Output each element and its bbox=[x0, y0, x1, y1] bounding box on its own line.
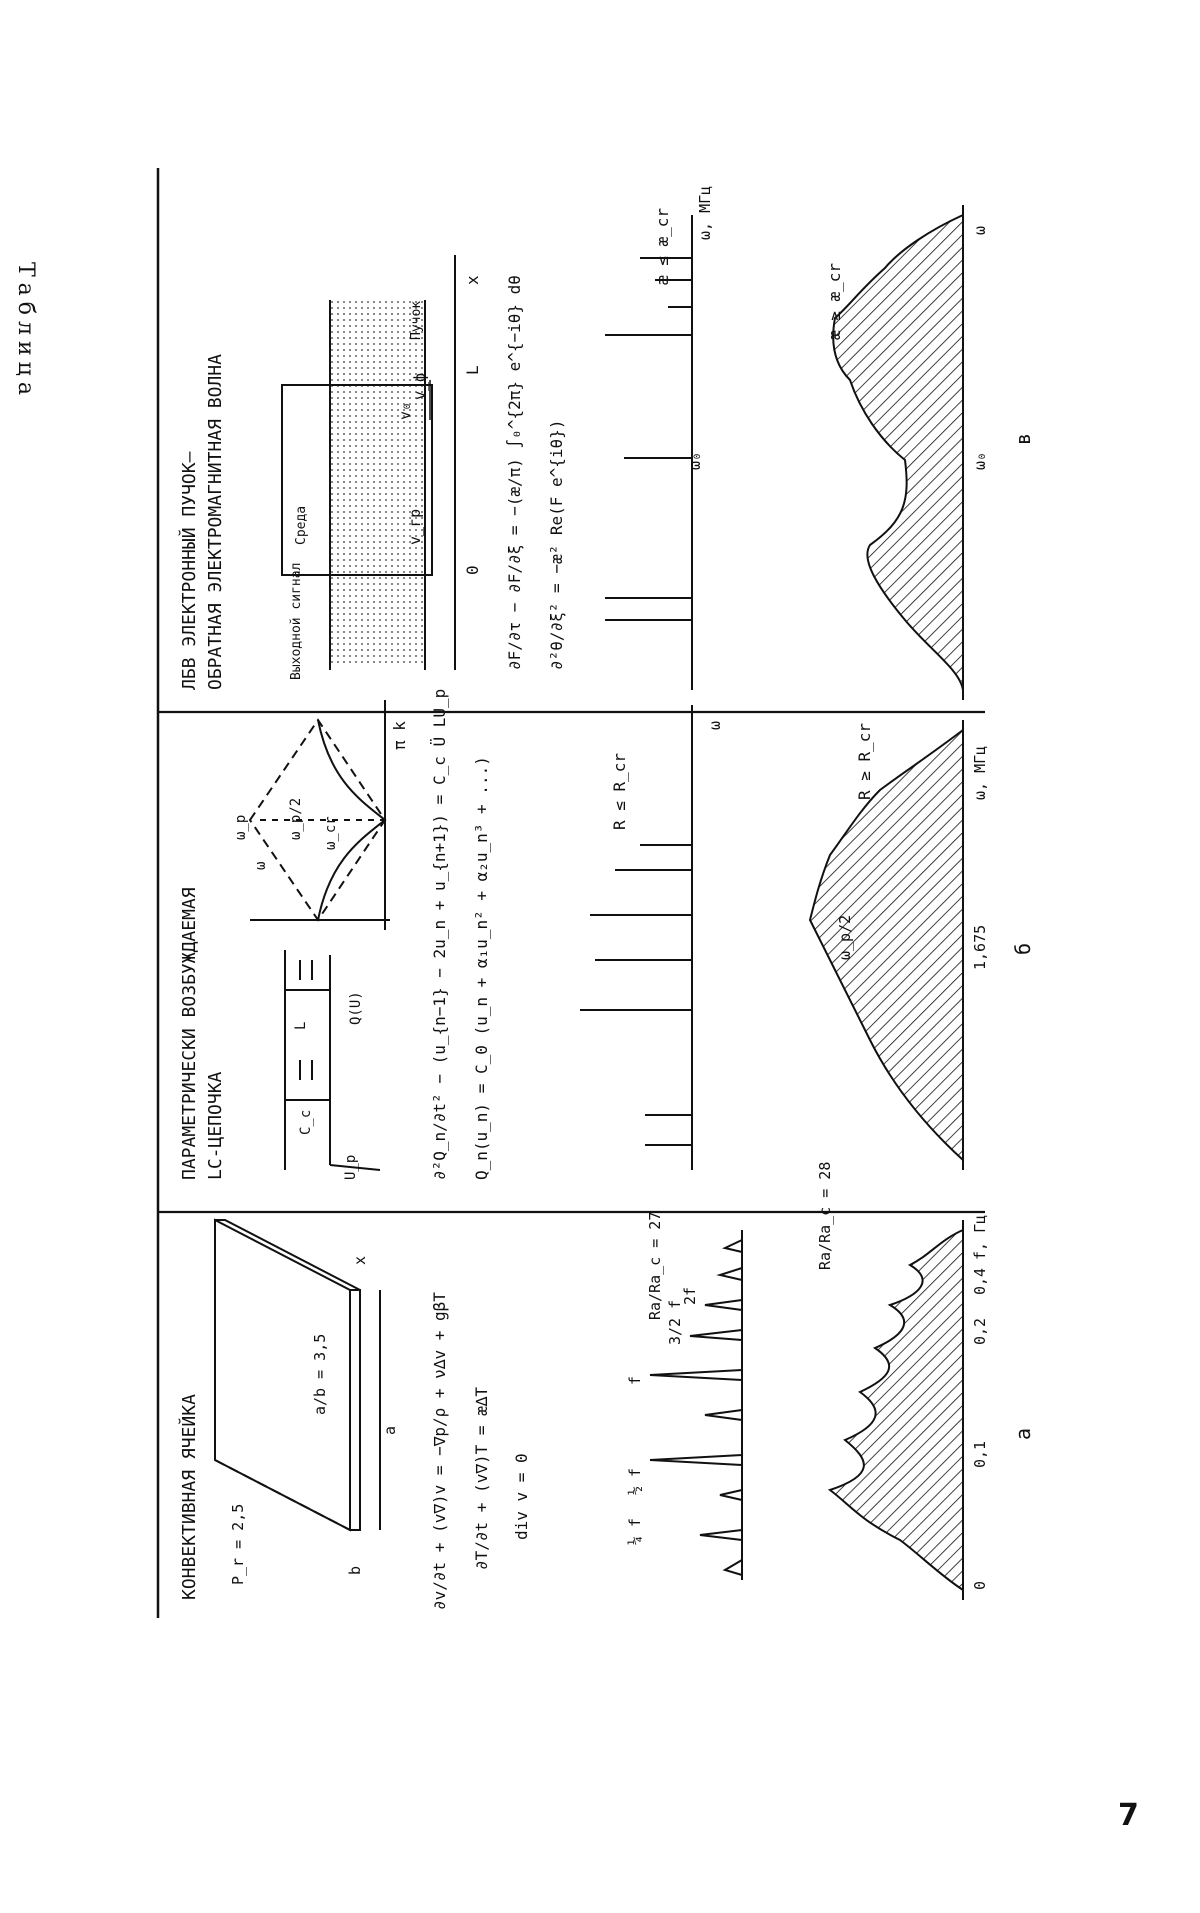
lc-axis-unit: ω, МГц bbox=[971, 746, 989, 800]
beam-omega0-label-2: ω₀ bbox=[971, 452, 989, 470]
beam-vph-label: v_ф bbox=[411, 373, 429, 400]
beam-zero-label: 0 bbox=[463, 565, 482, 575]
conv-tick-0: 0 bbox=[971, 1581, 989, 1590]
lc-line-spectrum bbox=[580, 705, 693, 1170]
beam-beam-label: Пучок bbox=[409, 301, 424, 340]
lc-header-line1: ПАРАМЕТРИЧЕСКИ ВОЗБУЖДАЕМАЯ bbox=[179, 887, 200, 1180]
lc-L-label: L bbox=[293, 1022, 309, 1030]
lc-wp2-spectrum-label: ω_p/2 bbox=[836, 915, 854, 960]
conv-panel-label: а bbox=[1011, 1428, 1035, 1440]
lc-omegap2-label: ω_p/2 bbox=[288, 798, 304, 840]
conv-b-label: b bbox=[346, 1566, 364, 1575]
lc-up-label: U_p bbox=[343, 1155, 359, 1180]
conv-tick-04: 0,4 bbox=[971, 1268, 989, 1295]
beam-omega-label: ω bbox=[971, 226, 989, 235]
conv-peak-quarter: ¼ f bbox=[626, 1518, 644, 1545]
conv-continuous-spectrum bbox=[827, 1228, 964, 1592]
beam-vgr-label: v_гр bbox=[406, 509, 424, 545]
lc-equation-2: Q_n(u_n) = C_0 (u_n + α₁u_n² + α₂u_n³ + … bbox=[472, 756, 491, 1180]
beam-axis-unit-1: ω, МГц bbox=[696, 186, 714, 240]
column-lc-chain: ПАРАМЕТРИЧЕСКИ ВОЗБУЖДАЕМАЯ LC-ЦЕПОЧКА C… bbox=[179, 689, 1035, 1180]
beam-header-line1: ЛБВ ЭЛЕКТРОННЫЙ ПУЧОК– bbox=[178, 451, 200, 690]
beam-x-label: x bbox=[463, 275, 482, 285]
beam-line-spectrum bbox=[605, 215, 693, 690]
lc-omega-axis-label: ω bbox=[706, 721, 724, 730]
beam-schematic bbox=[281, 255, 456, 670]
lc-panel-label: б bbox=[1011, 943, 1035, 955]
beam-equation-2: ∂²θ/∂ξ² = −æ² Re(F e^{iθ}) bbox=[547, 420, 566, 670]
lc-header-line2: LC-ЦЕПОЧКА bbox=[205, 1071, 226, 1180]
conv-equation-2: ∂T/∂t + (v∇)T = æ∆T bbox=[472, 1387, 491, 1570]
lc-omegacr-label: ω_cr bbox=[323, 816, 339, 850]
beam-omega0-label-1: ω₀ bbox=[686, 452, 704, 470]
beam-equation-1: ∂F/∂τ − ∂F/∂ξ = −(æ/π) ∫₀^{2π} e^{−iθ} d… bbox=[505, 275, 524, 670]
lc-super-cr-label: R ≥ R_cr bbox=[855, 723, 874, 800]
conv-peak-3half: 3/2 f bbox=[666, 1300, 684, 1345]
lc-circuit bbox=[284, 950, 381, 1171]
conv-ratio-label: a/b = 3,5 bbox=[311, 1334, 329, 1415]
conv-ra28-label: Ra/Ra_c = 28 bbox=[816, 1162, 834, 1270]
page-number: 7 bbox=[1118, 1798, 1139, 1833]
conv-line-spectrum bbox=[649, 1230, 743, 1580]
conv-peak-half: ½ f bbox=[626, 1468, 644, 1495]
lc-sub-cr-label: R ≤ R_cr bbox=[610, 753, 629, 830]
beam-super-cr-label: æ ≥ æ_cr bbox=[825, 263, 844, 340]
conv-tick-01: 0,1 bbox=[971, 1441, 989, 1468]
conv-x-label: x bbox=[351, 1256, 369, 1265]
conv-tick-02: 0,2 bbox=[971, 1318, 989, 1345]
beam-medium-label: Среда bbox=[294, 506, 309, 545]
beam-sub-cr-label: æ ≤ æ_cr bbox=[653, 208, 672, 285]
conv-ra27-label: Ra/Ra_c = 27 bbox=[646, 1212, 664, 1320]
conv-axis-unit: f, Гц bbox=[971, 1215, 989, 1260]
conv-pr-label: P_r = 2,5 bbox=[229, 1504, 247, 1585]
conv-a-label: a bbox=[381, 1426, 399, 1435]
lc-dispersion-diagram bbox=[248, 700, 390, 930]
table-frame bbox=[156, 168, 985, 1618]
conv-equation-1: ∂v/∂t + (v∇)v = −∇p/ρ + ν∆v + gβT bbox=[430, 1292, 449, 1610]
lc-continuous-spectrum bbox=[808, 727, 964, 1163]
lc-cc-label: C_c bbox=[298, 1110, 314, 1135]
conv-peak-2f: 2f bbox=[681, 1287, 699, 1305]
beam-panel-label: в bbox=[1011, 433, 1035, 445]
column-beam: ЛБВ ЭЛЕКТРОННЫЙ ПУЧОК– ОБРАТНАЯ ЭЛЕКТРОМ… bbox=[178, 186, 1035, 700]
lc-omegap-label: ω_p bbox=[233, 815, 249, 840]
beam-output-label: Выходной сигнал bbox=[289, 563, 304, 680]
lc-q-label: Q(U) bbox=[348, 991, 364, 1025]
conv-peak-f: f bbox=[626, 1376, 644, 1385]
conv-equation-3: div v = 0 bbox=[512, 1453, 531, 1540]
lc-pik-label: π k bbox=[390, 721, 409, 750]
conv-cell-box bbox=[214, 1218, 381, 1532]
beam-continuous-spectrum bbox=[832, 213, 964, 691]
conv-header: КОНВЕКТИВНАЯ ЯЧЕЙКА bbox=[178, 1394, 200, 1600]
beam-header-line2: ОБРАТНАЯ ЭЛЕКТРОМАГНИТНАЯ ВОЛНА bbox=[205, 354, 226, 690]
lc-tick-1675: 1,675 bbox=[971, 925, 989, 970]
beam-L-label: L bbox=[463, 365, 482, 375]
beam-v0-label: v₀ bbox=[396, 402, 414, 420]
lc-equation-1: ∂²Q_n/∂t² − (u_{n−1} − 2u_n + u_{n+1}) =… bbox=[430, 689, 449, 1180]
lc-omega-label: ω bbox=[253, 862, 269, 870]
column-convection: КОНВЕКТИВНАЯ ЯЧЕЙКА P_r = 2,5 a/b = 3,5 … bbox=[178, 1162, 1035, 1610]
